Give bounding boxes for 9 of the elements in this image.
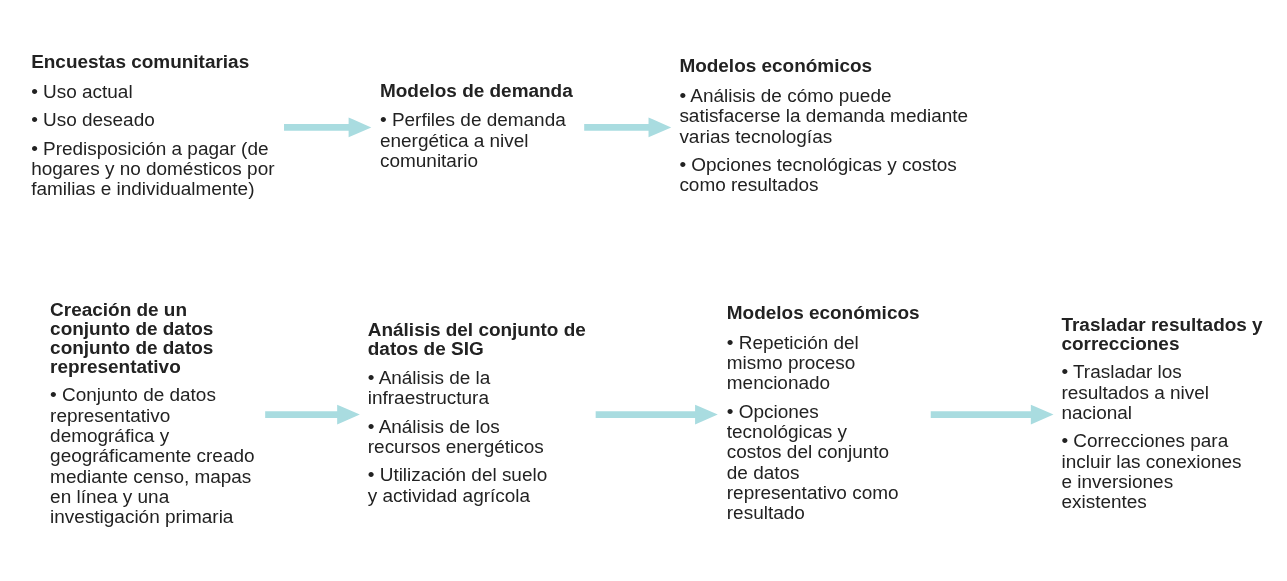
node-text: Análisis del conjunto de datos de SIG • Análisis de la infraestructura • Análisis de los recursos energéticos • Utilización del suelo y actividad agrícola <box>367 318 586 506</box>
node-text: Modelos de demanda • Perfiles de demanda energética a nivel comunitario <box>380 79 573 171</box>
node-text: Modelos económicos • Repetición del mismo proceso mencionado • Opciones tecnológicas y costos del conjunto de datos representativo como resultado <box>726 301 920 523</box>
node-text: Modelos económicos • Análisis de cómo puede satisfacerse la demanda mediante varias tecnologías • Opciones tecnológicas y costos como resultados <box>679 54 969 195</box>
arrow <box>595 404 718 425</box>
arrow <box>930 404 1054 425</box>
node-text: Trasladar resultados y correcciones • Trasladar los resultados a nivel nacional • Correcciones para incluir las conexiones e inversiones existentes <box>1061 313 1263 512</box>
node-text: Encuestas comunitarias • Uso actual • Uso deseado • Predisposición a pagar (de hogares y no domésticos por familias e individualmente) <box>31 50 275 199</box>
node-text: Creación de un conjunto de datos conjunto de datos representativo • Conjunto de datos representativo demográfica y geográficamente creado mediante censo, mapas en línea y una investigación primaria <box>50 298 255 527</box>
